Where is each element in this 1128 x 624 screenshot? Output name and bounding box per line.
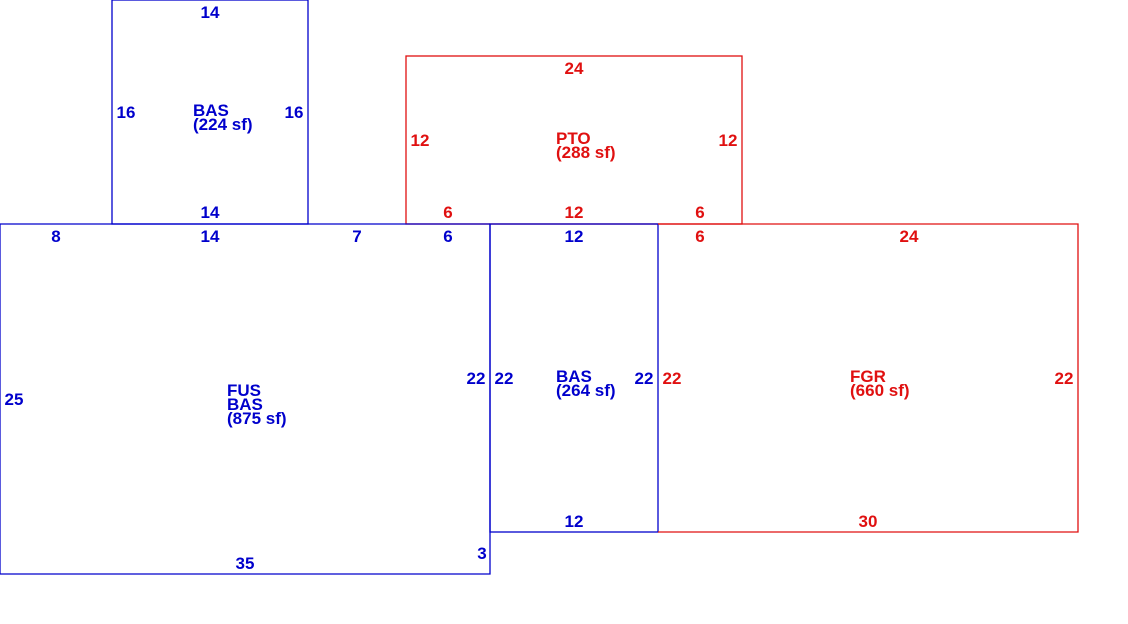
dim-pto-bottom-mid: 12 <box>565 203 584 222</box>
dim-fgr-top-a: 6 <box>695 227 704 246</box>
dim-mid-right: 22 <box>635 369 654 388</box>
dim-main-right: 22 <box>467 369 486 388</box>
pto-area: (288 sf) <box>556 143 616 162</box>
dim-main-top-c: 7 <box>352 227 361 246</box>
fgr-code: FGR <box>850 367 886 386</box>
dim-mid-top: 12 <box>565 227 584 246</box>
dim-pto-top: 24 <box>565 59 584 78</box>
dim-bas-upper-bottom: 14 <box>201 203 220 222</box>
dim-bas-upper-top: 14 <box>201 3 220 22</box>
dim-mid-bottom: 12 <box>565 512 584 531</box>
dim-fgr-left: 22 <box>663 369 682 388</box>
dim-main-right-step: 3 <box>477 544 486 563</box>
dim-pto-bottom-left: 6 <box>443 203 452 222</box>
dim-bas-upper-right: 16 <box>285 103 304 122</box>
dim-main-top-a: 8 <box>51 227 60 246</box>
dim-main-bottom: 35 <box>236 554 255 573</box>
dim-pto-bottom-right: 6 <box>695 203 704 222</box>
bas-upper-code: BAS <box>193 101 229 120</box>
dim-fgr-top-b: 24 <box>900 227 919 246</box>
dim-pto-left: 12 <box>411 131 430 150</box>
dim-main-left: 25 <box>5 390 24 409</box>
bas-mid-area: (264 sf) <box>556 381 616 400</box>
fus-code: FUS <box>227 381 261 400</box>
bas-mid-code: BAS <box>556 367 592 386</box>
fus-bas-area: (875 sf) <box>227 409 287 428</box>
fgr-area: (660 sf) <box>850 381 910 400</box>
dim-main-top-b: 14 <box>201 227 220 246</box>
dim-fgr-right: 22 <box>1055 369 1074 388</box>
pto-code: PTO <box>556 129 591 148</box>
bas-upper-area: (224 sf) <box>193 115 253 134</box>
dim-pto-right: 12 <box>719 131 738 150</box>
dim-main-top-d: 6 <box>443 227 452 246</box>
fgr-room-outline <box>658 223 1079 533</box>
dim-bas-upper-left: 16 <box>117 103 136 122</box>
bas-mid-room-outline <box>489 223 659 533</box>
dim-fgr-bottom: 30 <box>859 512 878 531</box>
fus-bas-code: BAS <box>227 395 263 414</box>
dim-mid-left: 22 <box>495 369 514 388</box>
